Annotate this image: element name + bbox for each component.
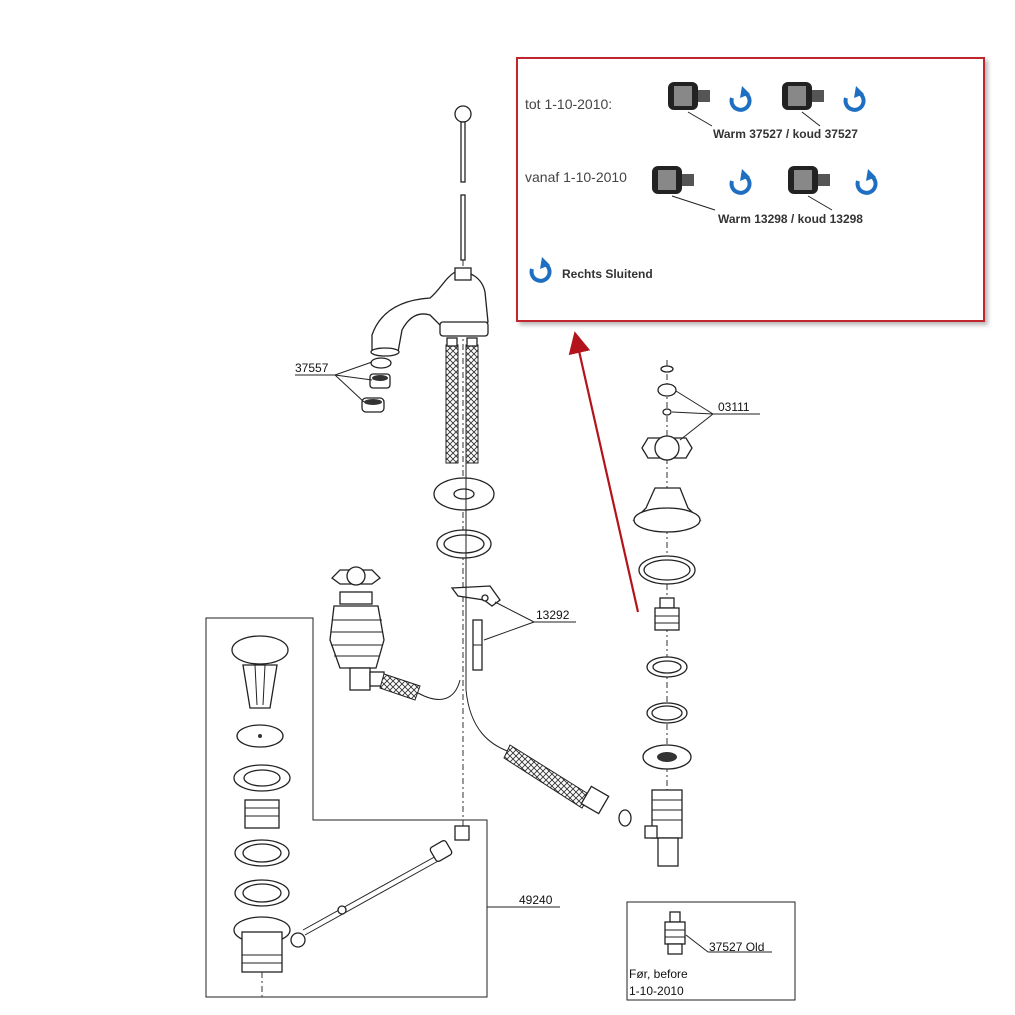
right-valve-stack: [632, 360, 702, 867]
svg-text:Før, before: Før, before: [629, 967, 688, 981]
label-13292: 13292: [483, 601, 576, 641]
clockwise-icon: [729, 86, 752, 112]
svg-text:37527 Old: 37527 Old: [709, 940, 764, 954]
row2-part-numbers: Warm 13298 / koud 13298: [718, 212, 863, 226]
left-hose: [379, 673, 461, 701]
left-valve: [329, 566, 385, 691]
svg-text:03111: 03111: [718, 400, 750, 414]
label-37557: 37557: [295, 361, 373, 403]
spout-supply-hoses: [445, 337, 479, 464]
cartridge-icon: [782, 82, 824, 127]
svg-text:49240: 49240: [519, 893, 553, 907]
label-before-date: tot 1-10-2010:: [525, 96, 612, 112]
clockwise-icon: [843, 86, 866, 112]
label-03111: 03111: [671, 390, 760, 441]
label-49240: 49240: [487, 893, 560, 908]
cartridge-icon: [652, 166, 716, 211]
spout: [370, 267, 489, 357]
drain-box: [205, 617, 488, 998]
drain-rod: [302, 825, 470, 936]
aerator-assembly: [361, 357, 392, 413]
clockwise-icon: [855, 169, 878, 195]
mounting-bracket: [450, 585, 501, 671]
cartridge-icon: [788, 166, 833, 211]
cartridge-info-box: tot 1-10-2010: vanaf 1-10-2010 Warm 3752…: [516, 57, 985, 322]
pop-up-drain: [231, 635, 306, 997]
row1-part-numbers: Warm 37527 / koud 37527: [713, 127, 858, 141]
base-flange: [433, 477, 495, 559]
clockwise-icon: [529, 257, 552, 283]
svg-text:13292: 13292: [536, 608, 570, 622]
old-cartridge-box: 37527 Old Før, before 1-10-2010: [626, 901, 796, 1001]
clockwise-icon: [729, 169, 752, 195]
legend-label: Rechts Sluitend: [562, 267, 653, 281]
right-hose: [465, 463, 632, 827]
svg-text:37557: 37557: [295, 361, 329, 375]
svg-text:1-10-2010: 1-10-2010: [629, 984, 684, 998]
cartridge-icon: [668, 82, 713, 127]
callout-arrow: [568, 331, 640, 613]
lift-rod: [454, 105, 472, 830]
label-from-date: vanaf 1-10-2010: [525, 169, 627, 185]
